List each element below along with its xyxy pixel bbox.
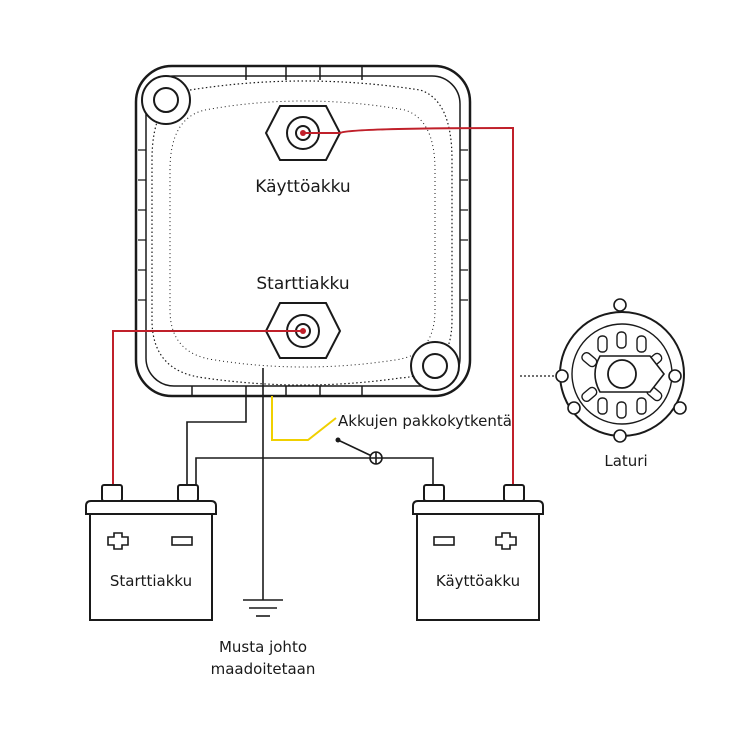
battery-right-pos-post [503, 484, 525, 502]
battery-left-neg-post [177, 484, 199, 502]
positive-wires [112, 126, 514, 486]
battery-right-neg-post [423, 484, 445, 502]
battery-left-plus-icon [107, 532, 129, 550]
ground-wires [186, 368, 434, 600]
wire-negative-link [195, 457, 434, 486]
battery-left-pos-post [101, 484, 123, 502]
ground-label-line1: Musta johto [219, 638, 307, 656]
battery-left-minus-icon [171, 536, 193, 546]
battery-left [85, 484, 217, 621]
relay-dotted-face [151, 80, 453, 386]
switch-label: Akkujen pakkokytkentä [338, 412, 512, 430]
relay-outer-case [134, 64, 472, 398]
wire-house-positive [303, 126, 514, 486]
battery-left-label: Starttiakku [110, 572, 192, 590]
mounting-hole-top-left [141, 75, 191, 125]
battery-right-minus-icon [433, 536, 455, 546]
ground-label-line2: maadoitetaan [211, 660, 316, 678]
alternator-label: Laturi [604, 452, 647, 470]
relay-dotted-face-inner [169, 100, 436, 368]
wire-switch-yellow [271, 396, 337, 441]
switch-junction [369, 451, 383, 465]
wire-relay-to-start-negative [186, 396, 247, 486]
relay-top-terminal-label: Käyttöakku [255, 177, 350, 197]
ground-symbol [243, 599, 283, 617]
battery-right-label: Käyttöakku [436, 572, 520, 590]
relay-unit [134, 64, 472, 398]
relay-bottom-terminal-label: Starttiakku [256, 274, 349, 294]
battery-right-plus-icon [495, 532, 517, 550]
alternator [555, 298, 687, 443]
mounting-hole-bottom-right [410, 341, 460, 391]
battery-right [412, 484, 544, 621]
relay-inner-case [145, 75, 461, 387]
wire-switch-lead [337, 439, 377, 459]
wire-start-positive [112, 330, 303, 486]
